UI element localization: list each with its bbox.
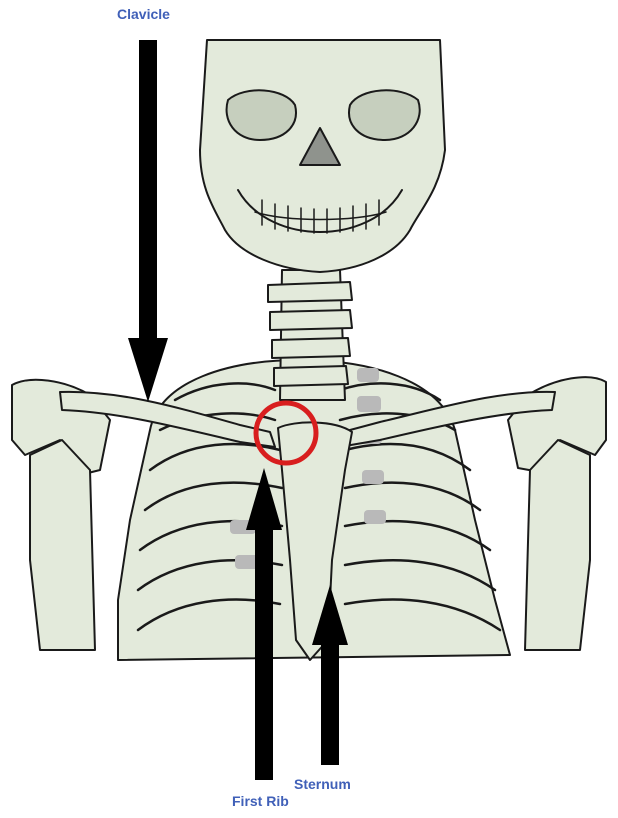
skull bbox=[200, 40, 445, 272]
cervical-spine bbox=[268, 270, 352, 400]
right-humerus bbox=[525, 440, 590, 650]
left-humerus bbox=[30, 440, 95, 650]
left-eye-socket bbox=[227, 90, 296, 140]
right-eye-socket bbox=[349, 90, 420, 140]
clavicle-arrow bbox=[128, 40, 168, 402]
first-rib-label: First Rib bbox=[232, 793, 289, 809]
clavicle-label: Clavicle bbox=[117, 6, 170, 22]
sternum-label: Sternum bbox=[294, 776, 351, 792]
skeleton-bones bbox=[12, 40, 606, 660]
